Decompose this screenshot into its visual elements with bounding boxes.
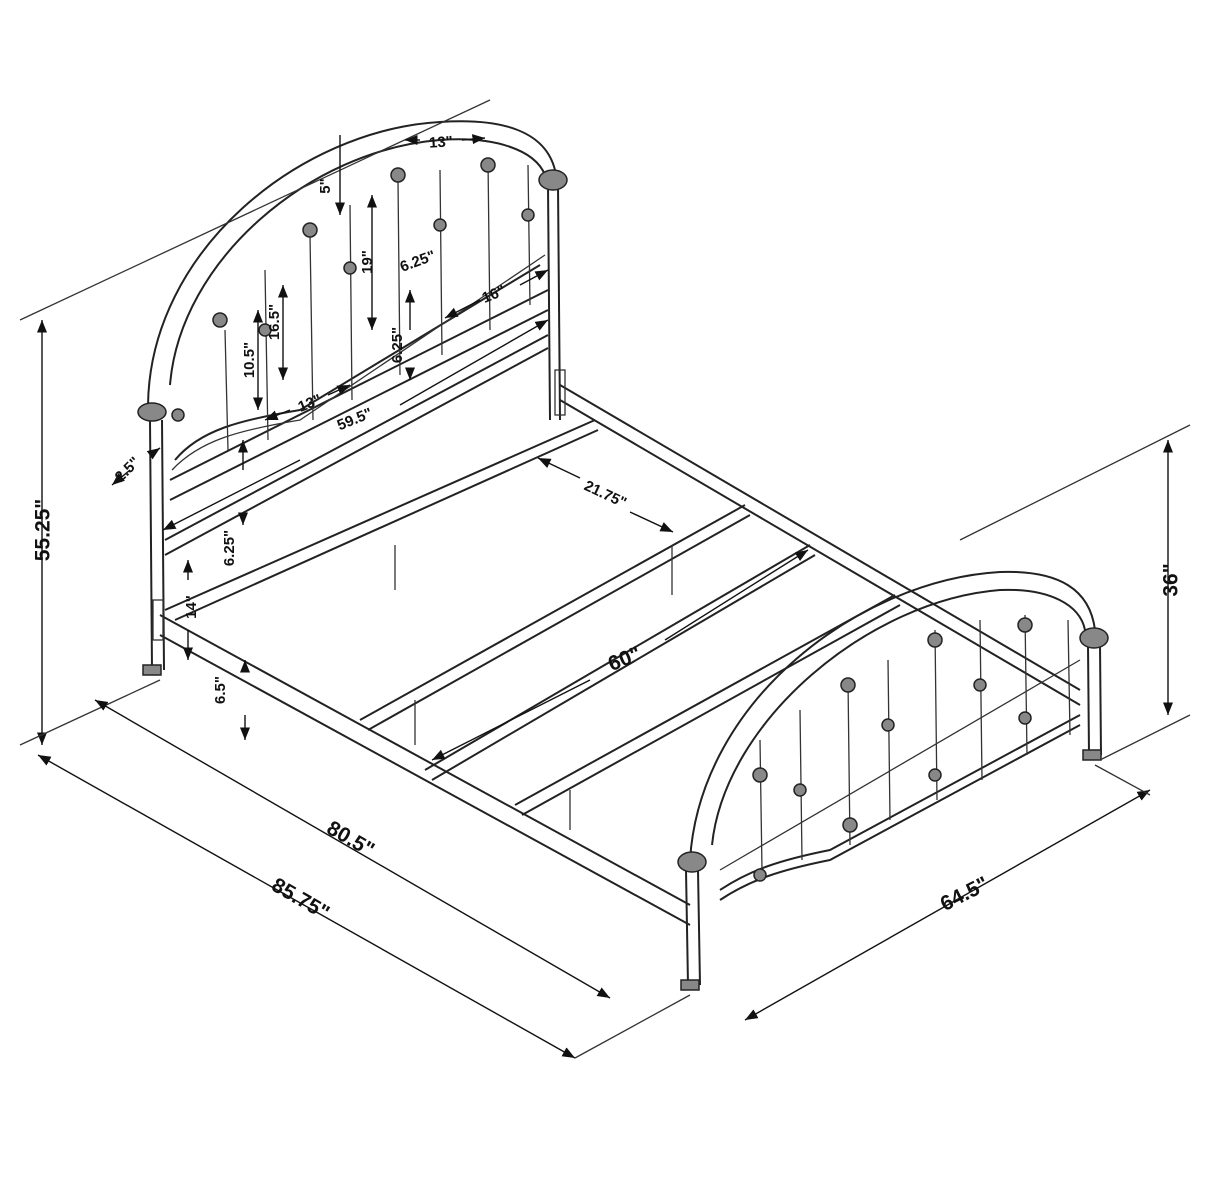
label-clearance-to-rail: 14" xyxy=(183,595,200,619)
headboard-spindles xyxy=(224,159,531,451)
label-spindle-height-left: 10.5" xyxy=(241,342,258,378)
label-side-rail-height: 6.5" xyxy=(212,676,229,704)
label-rail-spacing-upper: 6.25" xyxy=(398,247,438,275)
label-overall-length: 85.75" xyxy=(268,874,334,925)
label-overall-width: 64.5" xyxy=(937,872,993,916)
label-slat-spacing: 21.75" xyxy=(581,477,629,511)
label-arch-drop: 5" xyxy=(317,178,334,193)
label-panel-width-left: 13" xyxy=(296,391,324,416)
label-headboard-arch-top: 13" xyxy=(429,133,454,152)
dimension-labels: 13" 5" 19" 6.25" 16" 16.5" 10.5" 6.25" 1… xyxy=(32,133,1183,925)
label-headboard-height: 55.25" xyxy=(32,499,55,562)
label-interior-length: 80.5" xyxy=(323,817,379,862)
label-spindle-height-upper: 19" xyxy=(359,250,376,274)
footboard-spindles xyxy=(759,614,1071,871)
headboard xyxy=(137,120,568,676)
frame-rails xyxy=(152,369,1081,926)
label-spindle-height-mid: 16.5" xyxy=(266,304,283,340)
footboard xyxy=(677,570,1109,991)
label-interior-width: 60" xyxy=(605,642,645,676)
label-lower-rail-spacing: 6.25" xyxy=(221,530,238,566)
label-footboard-height: 36" xyxy=(1160,563,1183,596)
label-rail-spacing-mid: 6.25" xyxy=(389,327,406,363)
dimension-lines xyxy=(19,99,1191,1059)
